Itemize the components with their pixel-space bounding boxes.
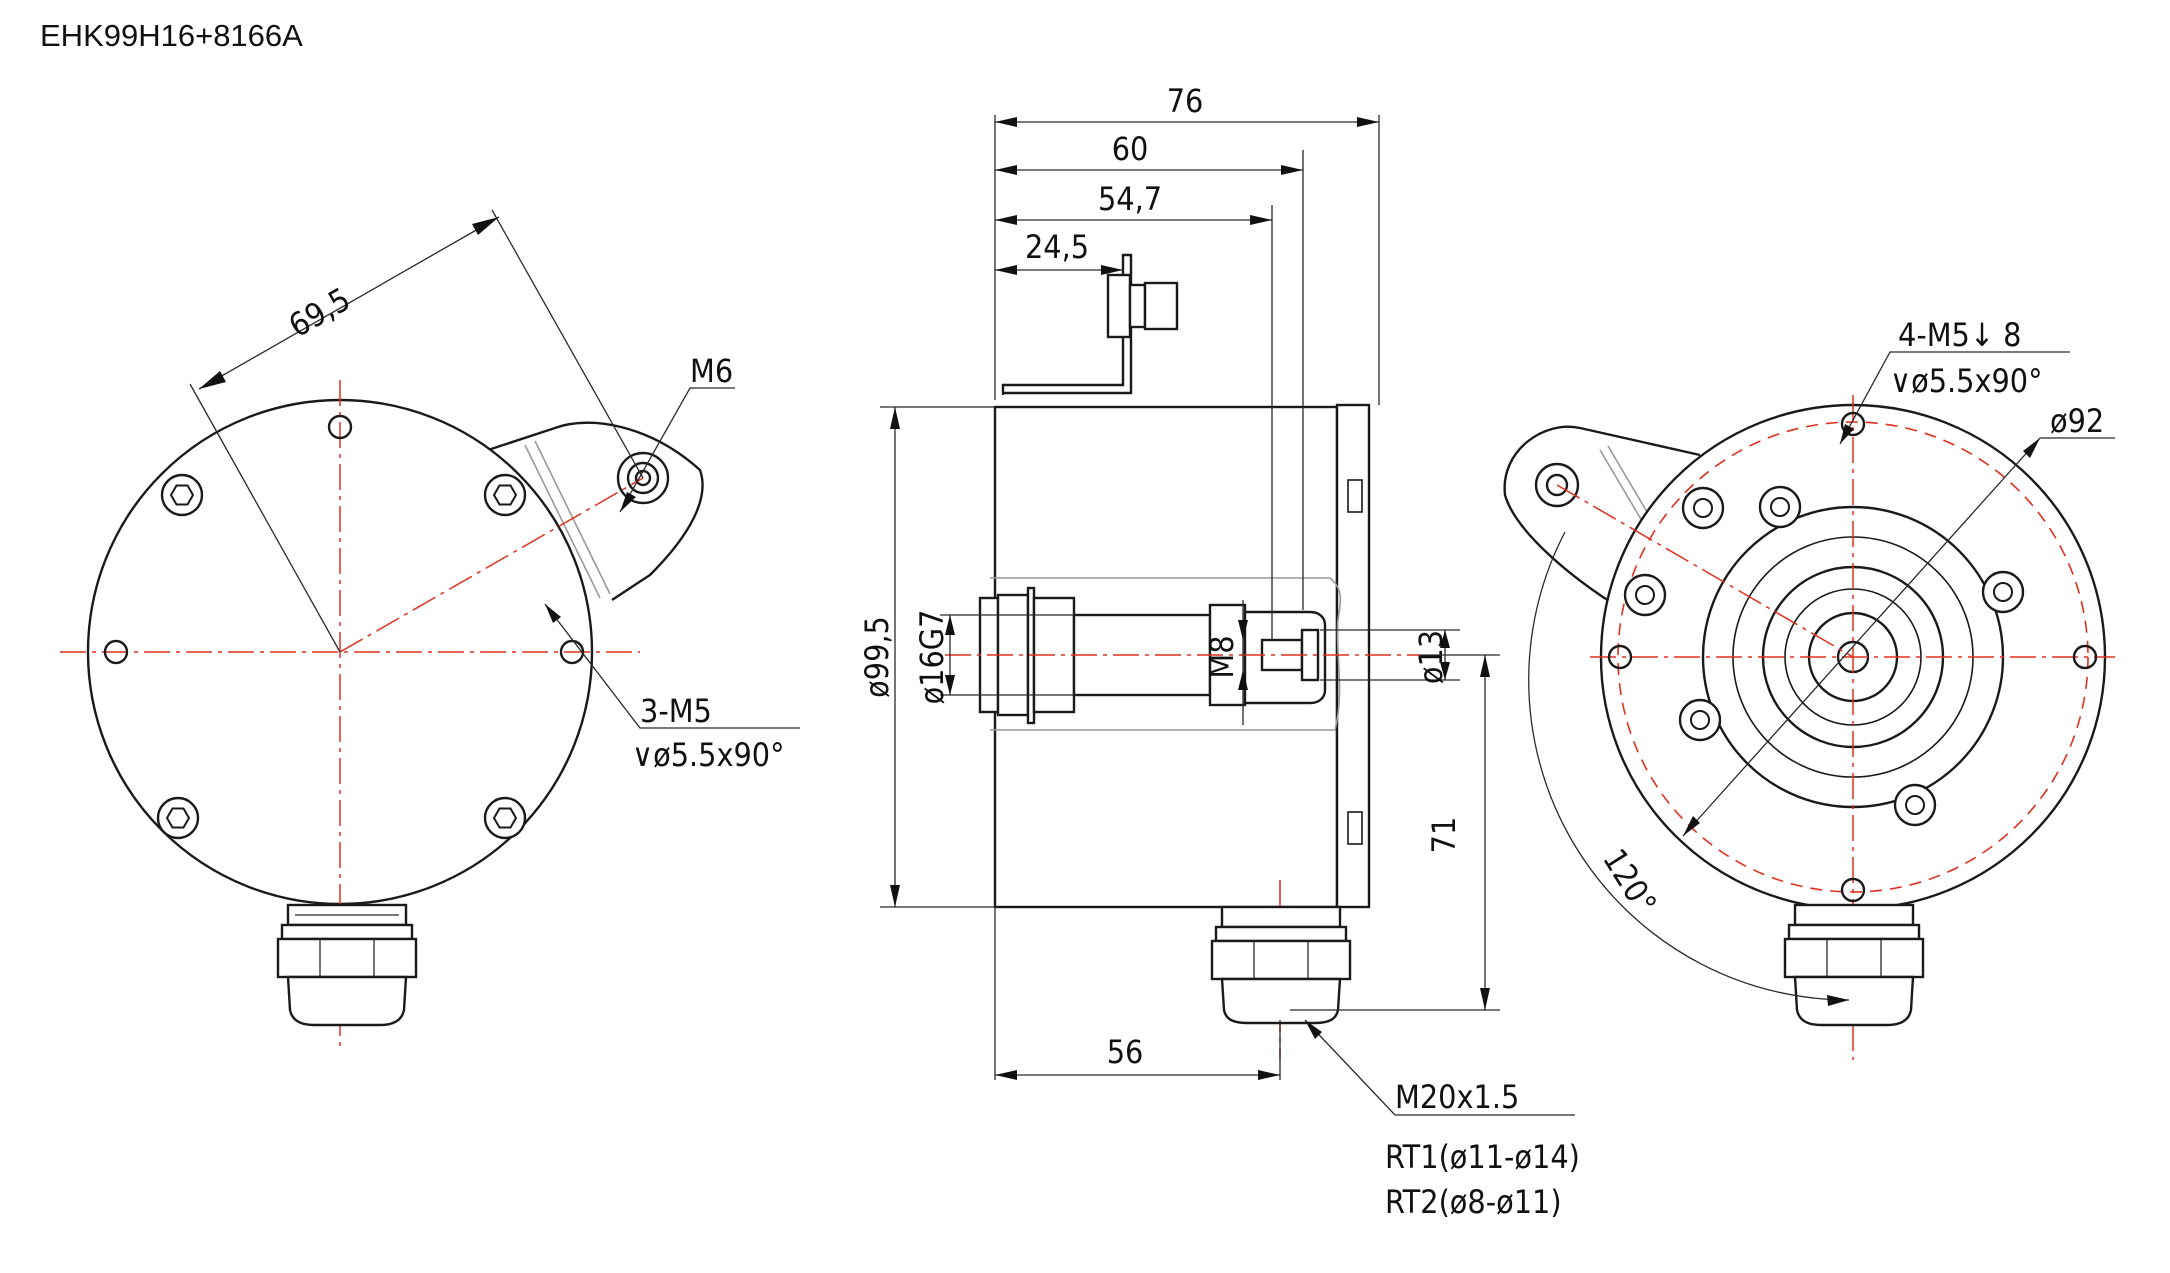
m5-hole	[2072, 644, 2098, 670]
m5-hole	[1607, 644, 1633, 670]
hex-bolt-icon	[483, 796, 527, 840]
dim-diameter-92: ø92	[2050, 402, 2104, 440]
dim-60: 60	[1112, 130, 1149, 168]
rear-cable-gland	[1783, 903, 1925, 1027]
dim-bore-16g7: ø16G7	[913, 610, 951, 705]
side-flange	[1335, 403, 1371, 909]
note-rear-countersink: ∨ø5.5x90°	[1890, 362, 2043, 400]
dim-shaft-13: ø13	[1412, 630, 1450, 684]
screw-hole-icon	[1758, 485, 1802, 529]
note-m20x1-5: M20x1.5	[1395, 1078, 1519, 1116]
note-countersink: ∨ø5.5x90°	[632, 736, 785, 774]
dim-56: 56	[1107, 1033, 1144, 1071]
m5-hole	[1840, 411, 1866, 437]
dim-angle-120: 120°	[1595, 842, 1664, 921]
m5-hole	[103, 639, 129, 665]
hex-bolt-icon	[156, 796, 200, 840]
note-3-m5: 3-M5	[640, 692, 712, 730]
hex-bolt-icon	[483, 473, 527, 517]
dim-m8: M8	[1203, 635, 1241, 678]
drawing-title: EHK99H16+8166A	[40, 18, 303, 53]
side-view: 76 60 54,7 24,5 56 ø99,5 ø16G7 M8 ø13	[858, 82, 1580, 1221]
screw-hole-icon	[1893, 783, 1937, 827]
note-rt2: RT2(ø8-ø11)	[1385, 1183, 1562, 1221]
screw-hole-icon	[1678, 698, 1722, 742]
hex-bolt-icon	[160, 473, 204, 517]
rear-view: ø92 4-M5↓ 8 ∨ø5.5x90° 120°	[1503, 316, 2115, 1060]
dim-71: 71	[1425, 817, 1463, 854]
note-rt1: RT1(ø11-ø14)	[1385, 1138, 1580, 1176]
connector-bracket	[1001, 253, 1133, 395]
dim-diameter-99-5: ø99,5	[858, 616, 896, 698]
rear-mounting-lug	[1503, 425, 1701, 641]
front-view: 69,5 M6 3-M5 ∨ø5.5x90°	[60, 209, 800, 1050]
m5-hole	[327, 414, 353, 440]
note-4-m5: 4-M5↓ 8	[1898, 316, 2021, 354]
rear-lug-hole	[1534, 462, 1580, 508]
screw-hole-icon	[1981, 570, 2025, 614]
m5-hole	[559, 639, 585, 665]
side-cable-gland	[1210, 880, 1352, 1060]
lug-hole	[616, 451, 670, 505]
dim-54-7: 54,7	[1098, 180, 1162, 218]
front-mounting-lug	[487, 421, 704, 602]
connector	[1106, 273, 1132, 339]
dim-76: 76	[1167, 82, 1204, 120]
dim-m6: M6	[690, 352, 733, 390]
screw-hole-icon	[1681, 486, 1725, 530]
front-cable-gland	[276, 903, 418, 1027]
dim-24-5: 24,5	[1025, 228, 1089, 266]
m5-hole	[1840, 877, 1866, 903]
screw-hole-icon	[1623, 573, 1667, 617]
